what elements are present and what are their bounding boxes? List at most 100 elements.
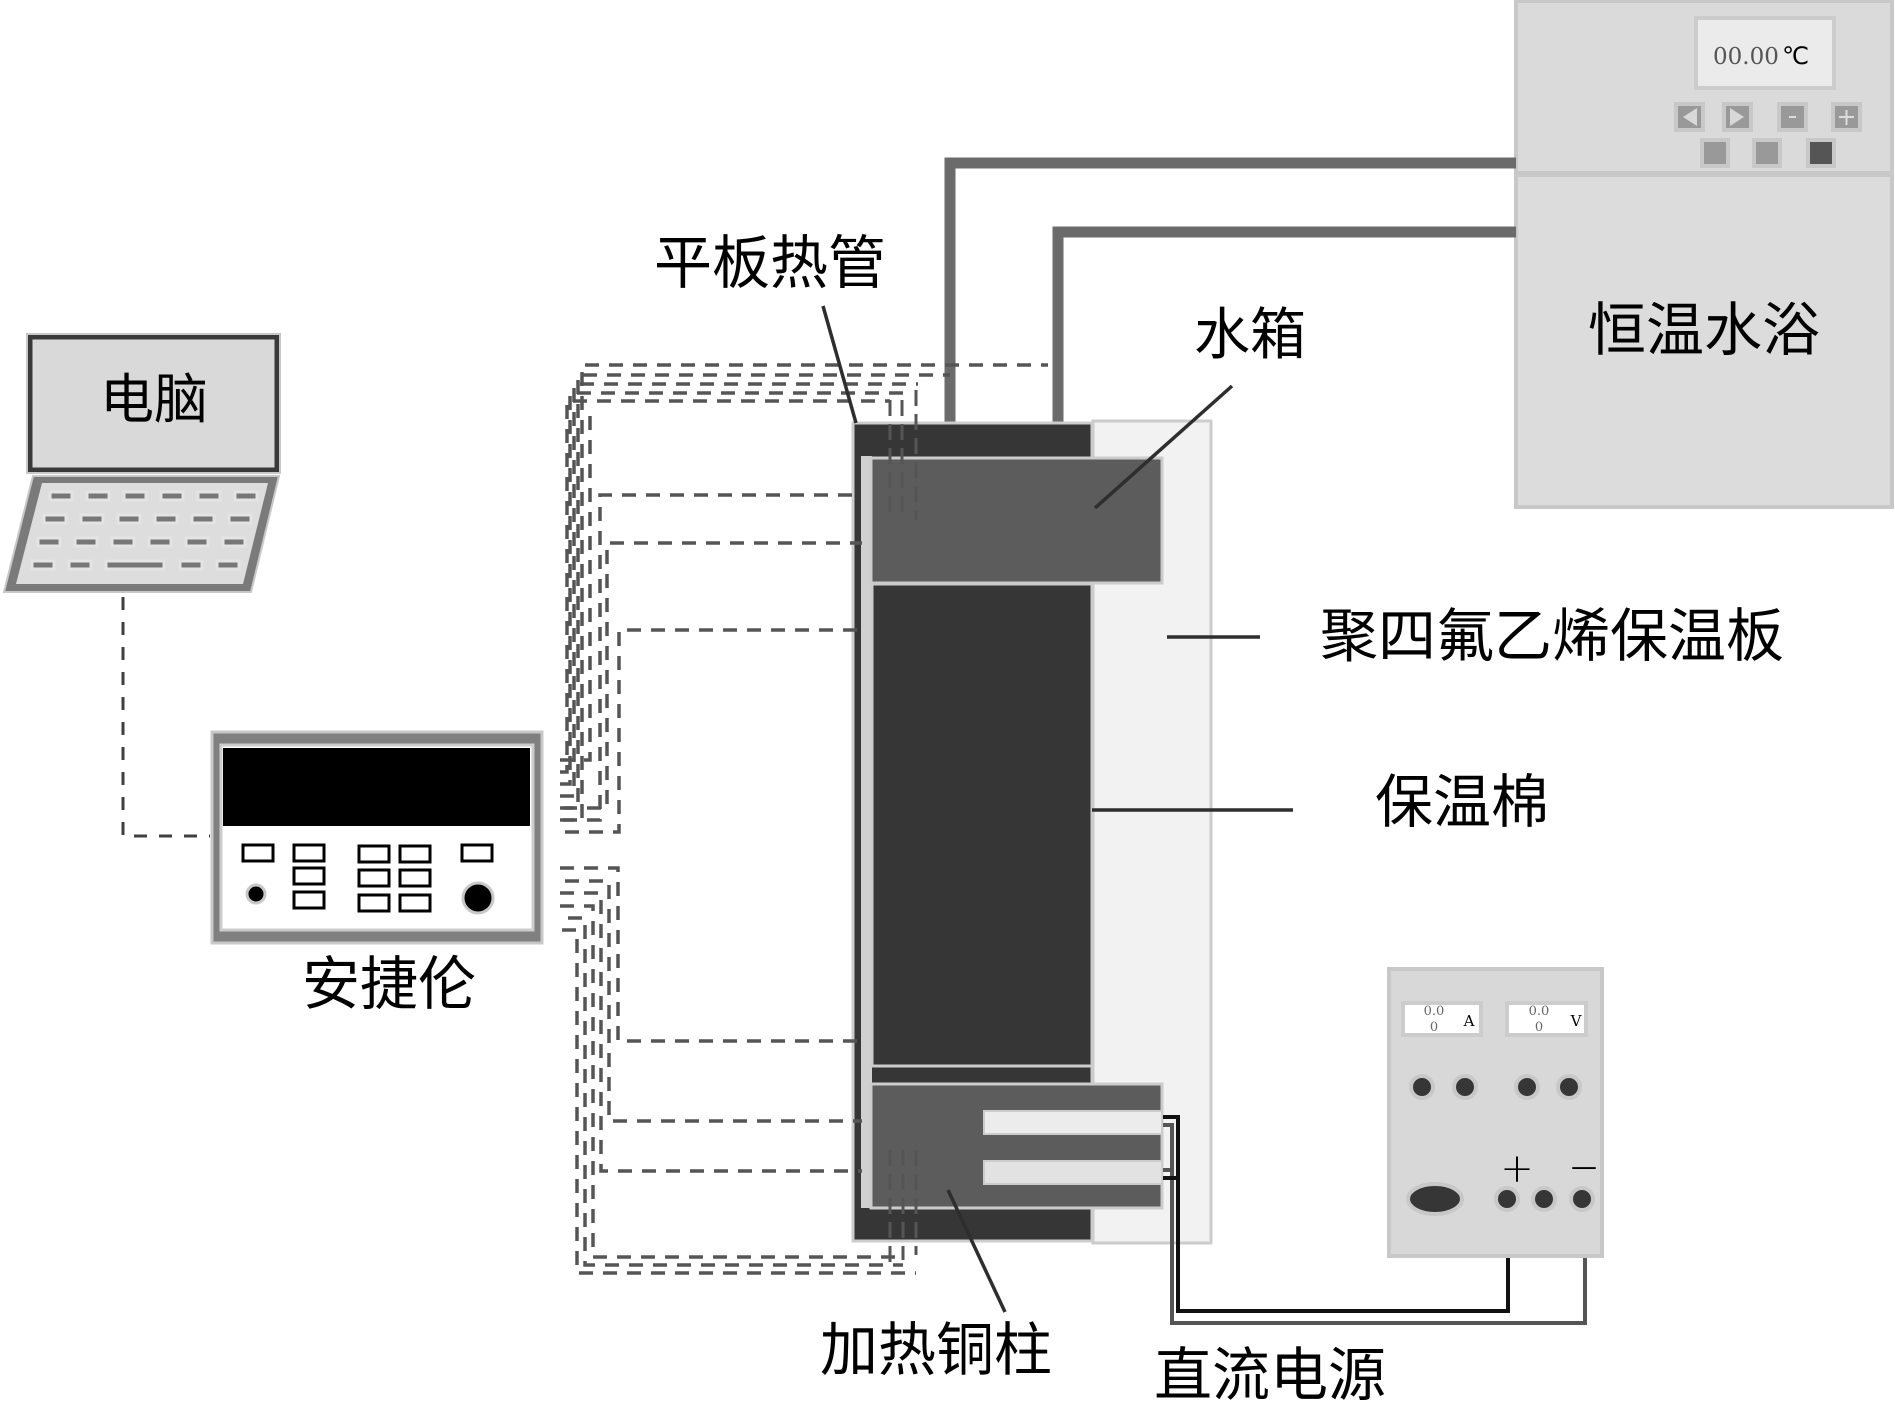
voltage-knob-coarse[interactable] bbox=[1514, 1074, 1540, 1100]
keyboard-key bbox=[122, 490, 148, 502]
keyboard-key bbox=[184, 536, 210, 548]
ammeter-unit: A bbox=[1463, 1012, 1475, 1030]
label-constant-temp-bath: 恒温水浴 bbox=[1588, 296, 1820, 364]
heat-pipe-inner-strip bbox=[861, 456, 872, 1208]
leader-heating-copper bbox=[946, 1189, 1007, 1313]
insulation-cotton bbox=[870, 582, 1094, 1068]
keyboard-key bbox=[215, 559, 241, 571]
keyboard-key bbox=[110, 536, 136, 548]
dc-power-supply: 0.0 0 A 0.0 0 V + — bbox=[1387, 967, 1604, 1258]
top-thermocouple-probes bbox=[888, 390, 918, 520]
negative-terminal[interactable] bbox=[1569, 1186, 1595, 1212]
keyboard-key bbox=[196, 490, 222, 502]
current-knob-coarse[interactable] bbox=[1409, 1074, 1435, 1100]
ground-terminal[interactable] bbox=[1531, 1186, 1557, 1212]
label-flat-heat-pipe: 平板热管 bbox=[654, 229, 886, 297]
power-switch[interactable] bbox=[1406, 1182, 1464, 1216]
bath-plus-button[interactable] bbox=[1831, 102, 1862, 132]
agilent-data-logger: 安捷伦 bbox=[210, 730, 544, 1018]
agilent-large-knob[interactable] bbox=[461, 881, 495, 915]
keyboard-key bbox=[227, 513, 253, 525]
keyboard-key bbox=[85, 490, 111, 502]
wire-negative bbox=[1163, 1123, 1587, 1325]
plus-icon bbox=[1839, 110, 1854, 125]
keyboard-key bbox=[48, 490, 74, 502]
computer: 电脑 bbox=[2, 333, 281, 593]
right-arrow-icon bbox=[1730, 108, 1744, 126]
keyboard-key bbox=[30, 559, 56, 571]
keyboard-key bbox=[190, 513, 216, 525]
computer-agilent-cable bbox=[121, 597, 210, 838]
positive-symbol: + bbox=[1500, 1146, 1534, 1192]
current-knob-fine[interactable] bbox=[1452, 1074, 1478, 1100]
agilent-display bbox=[223, 748, 530, 826]
water-bath: 00.00 ℃ 恒温水浴 bbox=[1514, 0, 1894, 509]
voltmeter-unit: V bbox=[1570, 1012, 1583, 1030]
leader-lines bbox=[821, 305, 1293, 1313]
keyboard-key bbox=[153, 513, 179, 525]
bath-temperature-display bbox=[1694, 16, 1836, 90]
heater-rod-1 bbox=[983, 1110, 1163, 1135]
water-tank bbox=[869, 456, 1164, 585]
computer-screen bbox=[27, 334, 280, 473]
agilent-key[interactable] bbox=[398, 868, 432, 888]
label-insulation-cotton: 保温棉 bbox=[1375, 768, 1549, 836]
label-dc-power: 直流电源 bbox=[1154, 1341, 1386, 1409]
agilent-key[interactable] bbox=[357, 844, 391, 864]
water-pipes bbox=[944, 157, 1516, 457]
heater-rod-2 bbox=[983, 1160, 1163, 1185]
bath-key-1[interactable] bbox=[1700, 138, 1730, 168]
heater-wires bbox=[1163, 1115, 1587, 1325]
bath-body bbox=[1514, 173, 1894, 509]
thermocouple-bundle-lower bbox=[560, 866, 916, 1275]
keyboard-key bbox=[73, 536, 99, 548]
agilent-key[interactable] bbox=[292, 843, 326, 863]
keyboard-keys bbox=[30, 490, 259, 571]
computer-keyboard bbox=[16, 483, 268, 584]
agilent-key[interactable] bbox=[292, 866, 326, 886]
keyboard-key bbox=[42, 513, 68, 525]
negative-symbol: — bbox=[1571, 1152, 1597, 1182]
thermocouple-bundle-upper bbox=[560, 363, 1048, 834]
keyboard-key bbox=[67, 559, 93, 571]
water-pipe-outlet bbox=[944, 157, 1516, 457]
ammeter-display bbox=[1401, 1001, 1483, 1037]
voltmeter-value-line1: 0.0 bbox=[1529, 1004, 1550, 1019]
keyboard-key bbox=[116, 513, 142, 525]
agilent-key[interactable] bbox=[292, 890, 326, 910]
test-section bbox=[851, 390, 1213, 1270]
leader-heat-pipe bbox=[821, 305, 858, 424]
bath-right-arrow-button[interactable] bbox=[1722, 102, 1753, 132]
left-arrow-icon bbox=[1683, 108, 1697, 126]
keyboard-key bbox=[36, 536, 62, 548]
agilent-key[interactable] bbox=[398, 844, 432, 864]
agilent-key[interactable] bbox=[241, 843, 275, 863]
bath-minus-button[interactable] bbox=[1777, 102, 1808, 132]
label-computer: 电脑 bbox=[100, 368, 208, 431]
label-agilent: 安捷伦 bbox=[302, 950, 476, 1018]
bottom-thermocouple-probes bbox=[888, 1150, 918, 1270]
water-pipe-inlet bbox=[1052, 226, 1516, 457]
keyboard-key bbox=[159, 490, 185, 502]
positive-terminal[interactable] bbox=[1494, 1186, 1520, 1212]
agilent-key[interactable] bbox=[357, 893, 391, 913]
bath-left-arrow-button[interactable] bbox=[1674, 102, 1705, 132]
voltage-knob-fine[interactable] bbox=[1556, 1074, 1582, 1100]
agilent-key[interactable] bbox=[460, 843, 494, 863]
wire-positive bbox=[1163, 1115, 1510, 1313]
keyboard-key bbox=[178, 559, 204, 571]
minus-icon bbox=[1789, 116, 1796, 118]
agilent-small-knob[interactable] bbox=[245, 883, 267, 905]
voltmeter-display bbox=[1505, 1001, 1588, 1037]
agilent-key[interactable] bbox=[398, 893, 432, 913]
keyboard-key bbox=[221, 536, 247, 548]
bath-key-2[interactable] bbox=[1752, 138, 1782, 168]
label-water-tank: 水箱 bbox=[1194, 303, 1306, 368]
label-ptfe-board: 聚四氟乙烯保温板 bbox=[1320, 602, 1784, 670]
voltmeter-value-line2: 0 bbox=[1535, 1020, 1543, 1035]
bath-temperature-unit: ℃ bbox=[1782, 42, 1809, 70]
keyboard-key bbox=[104, 559, 166, 571]
agilent-key[interactable] bbox=[357, 868, 391, 888]
bath-key-3[interactable] bbox=[1806, 138, 1836, 168]
